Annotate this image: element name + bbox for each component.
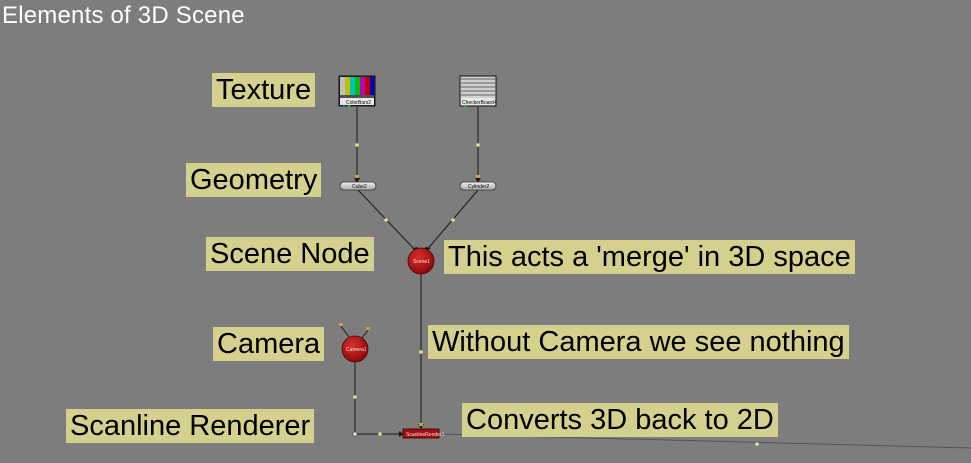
camera-node-label: Camera1	[346, 347, 367, 353]
wire-cylinder-scene	[424, 189, 479, 253]
label-texture: Texture	[212, 73, 316, 107]
scene-node[interactable]: Scene1	[407, 247, 435, 275]
dot	[378, 432, 382, 436]
page-title: Elements of 3D Scene	[2, 2, 245, 29]
label-scanline-renderer: Scanline Renderer	[66, 409, 315, 443]
checker-pattern	[461, 78, 495, 96]
arrow-into-cylinder	[475, 178, 481, 183]
label-camera: Camera	[213, 327, 325, 361]
dot	[353, 395, 357, 399]
checkerboard-node-label: CheckerBoard4	[462, 100, 497, 106]
dot	[476, 143, 480, 147]
arrow-into-render-side	[399, 431, 404, 437]
arrow-into-cube	[354, 178, 360, 183]
camera-node[interactable]: Camera1	[339, 323, 370, 363]
wires	[340, 107, 971, 449]
dot	[419, 350, 423, 354]
colorbars-node-label: ColorBars2	[346, 100, 371, 106]
label-render-note: Converts 3D back to 2D	[462, 403, 778, 437]
label-scene-node: Scene Node	[206, 237, 374, 271]
cube-node-label: Cube2	[352, 184, 367, 190]
dot	[355, 143, 359, 147]
colorbars-node[interactable]: ColorBars2	[338, 75, 376, 108]
wire-camera-input-b	[361, 329, 369, 339]
scanline-render-node-label: ScanlineRender1	[406, 432, 445, 438]
dot	[451, 218, 455, 222]
dot	[384, 218, 388, 222]
cylinder-node[interactable]: Cylinder2	[459, 175, 497, 191]
label-camera-note: Without Camera we see nothing	[428, 325, 849, 359]
arrowheads	[354, 178, 481, 437]
label-geometry: Geometry	[186, 163, 322, 197]
cube-node[interactable]: Cube2	[339, 175, 377, 191]
label-merge-note: This acts a 'merge' in 3D space	[444, 240, 855, 274]
render-mask-input[interactable]	[352, 431, 358, 437]
checkerboard-node[interactable]: CheckerBoard4	[459, 75, 497, 108]
wire-camera-input-a	[340, 325, 350, 338]
dot	[755, 442, 759, 446]
wire-dots	[353, 143, 759, 446]
cylinder-node-label: Cylinder2	[468, 184, 489, 190]
wire-cube-scene	[357, 189, 418, 253]
scanline-render-node[interactable]: ScanlineRender1	[402, 423, 445, 439]
scene-node-label: Scene1	[413, 259, 430, 265]
